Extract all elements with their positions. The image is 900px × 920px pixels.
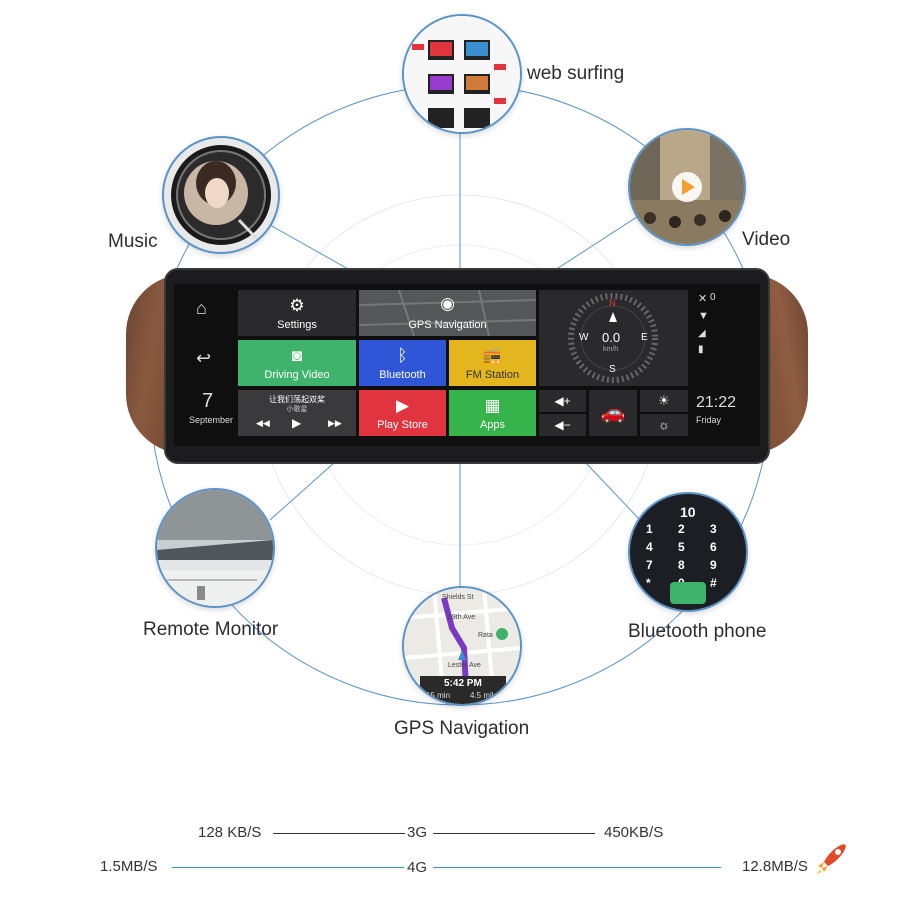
speed-4g-line-left — [172, 867, 404, 868]
bluetooth-tile[interactable]: ᛒ Bluetooth — [359, 340, 446, 386]
video-camera-icon: ◙ — [291, 346, 303, 365]
compass-east: E — [641, 332, 648, 343]
keypad-key[interactable]: 5 — [678, 540, 685, 554]
music-title: 让我们荡起双桨 — [269, 395, 325, 404]
keypad-key[interactable]: 7 — [646, 558, 653, 572]
rocket-icon — [816, 844, 846, 874]
notification-count: 0 — [710, 292, 716, 303]
speed-3g-label: 3G — [407, 824, 428, 841]
rearview-mirror-device: ⌂ ↩ 7 September ⚙ Settings ◉ GPS Navigat… — [126, 268, 808, 464]
speed-4g-low: 1.5MB/S — [100, 858, 158, 875]
gps-label: GPS Navigation — [408, 319, 487, 331]
gps-eta-duration: 15 min — [426, 691, 451, 700]
location-pin-icon: ◉ — [440, 294, 455, 313]
gear-icon: ⚙ — [289, 296, 305, 315]
speed-4g-label: 4G — [407, 859, 428, 876]
map-background — [359, 290, 536, 336]
feature-label-music: Music — [108, 231, 158, 252]
speed-value: 0.0 — [602, 330, 621, 345]
dialed-digits: 10 — [680, 504, 696, 520]
compass-north: N — [609, 298, 616, 308]
speed-3g-low: 128 KB/S — [198, 824, 262, 841]
gps-street-label: Rata — [478, 632, 493, 639]
brightness-up-button[interactable]: ☀ — [640, 390, 688, 412]
driving-video-label: Driving Video — [264, 369, 330, 381]
volume-up-button[interactable]: ◀+ — [539, 390, 586, 412]
apps-label: Apps — [479, 419, 506, 431]
bluetooth-icon: ᛒ — [397, 346, 408, 365]
speed-4g-line-right — [433, 867, 721, 868]
speed-4g-high: 12.8MB/S — [742, 858, 808, 875]
radio-icon: 📻 — [481, 346, 504, 365]
keypad-key[interactable]: 3 — [710, 522, 717, 536]
compass-tile: N S E W 0.0 km/h — [539, 290, 688, 386]
compass-south: S — [609, 364, 616, 375]
wifi-icon: ▼ — [698, 310, 709, 322]
signal-icon: ◢ — [698, 328, 706, 339]
gps-eta-distance: 4.5 miles — [470, 691, 503, 700]
fm-station-label: FM Station — [465, 369, 520, 381]
speed-3g-line-right — [433, 833, 595, 834]
gps-street-label: Lester Ave — [448, 662, 481, 669]
keypad-key[interactable]: 6 — [710, 540, 717, 554]
mirror-screen: ⌂ ↩ 7 September ⚙ Settings ◉ GPS Navigat… — [174, 284, 760, 446]
keypad-key[interactable]: 4 — [646, 540, 653, 554]
bluetooth-label: Bluetooth — [379, 369, 426, 381]
remote-monitor-thumbnail — [155, 488, 275, 608]
clock-time: 21:22 — [696, 394, 737, 411]
fm-station-tile[interactable]: 📻 FM Station — [449, 340, 536, 386]
keypad-key[interactable]: 8 — [678, 558, 685, 572]
feature-label-bluetooth-phone: Bluetooth phone — [628, 621, 767, 642]
web-surfing-thumbnail — [402, 14, 522, 134]
speed-3g-high: 450KB/S — [604, 824, 664, 841]
apps-grid-icon: ▦ — [484, 396, 501, 415]
speed-unit: km/h — [603, 346, 619, 353]
keypad-key[interactable]: 1 — [646, 522, 653, 536]
gps-street-label: 29th Ave — [448, 614, 476, 621]
video-thumbnail — [628, 128, 746, 246]
speed-3g-line-left — [273, 833, 405, 834]
date-day: 7 — [202, 390, 214, 412]
feature-label-web-surfing: web surfing — [527, 63, 625, 84]
keypad-key[interactable]: * — [646, 576, 651, 590]
next-icon[interactable]: ▶▶ — [328, 418, 342, 428]
compass-dial — [568, 293, 658, 383]
gps-eta-panel: 5:42 PM 15 min 4.5 miles — [420, 676, 506, 704]
driving-video-tile[interactable]: ◙ Driving Video — [238, 340, 356, 386]
keypad-key[interactable]: # — [710, 576, 717, 590]
gps-tile[interactable]: ◉ GPS Navigation — [359, 290, 536, 336]
brightness-down-button[interactable]: ☼ — [640, 414, 688, 436]
no-signal-icon: ✕ — [698, 293, 708, 305]
date-month: September — [188, 415, 234, 425]
compass-west: W — [579, 332, 589, 343]
volume-down-button[interactable]: ◀− — [539, 414, 586, 436]
gps-street-label: Shields St — [442, 594, 474, 601]
clock-weekday: Friday — [696, 415, 722, 425]
music-artist: 小歌星 — [286, 406, 308, 413]
gps-navigation-thumbnail: Shields St 29th Ave Rata Lester Ave 5:42… — [402, 586, 522, 706]
feature-label-remote-monitor: Remote Monitor — [143, 619, 279, 640]
home-icon[interactable]: ⌂ — [196, 298, 207, 318]
play-store-label: Play Store — [377, 419, 428, 431]
play-icon[interactable]: ▶ — [292, 416, 302, 430]
music-thumbnail — [162, 136, 280, 254]
car-tile[interactable]: 🚗 — [589, 390, 637, 436]
feature-label-video: Video — [742, 229, 791, 250]
feature-label-gps-navigation: GPS Navigation — [394, 718, 530, 739]
keypad-key[interactable]: 2 — [678, 522, 685, 536]
finger-icon — [670, 582, 706, 604]
apps-tile[interactable]: ▦ Apps — [449, 390, 536, 436]
music-player-tile[interactable]: 让我们荡起双桨 小歌星 ◀◀ ▶ ▶▶ — [238, 390, 356, 436]
previous-icon[interactable]: ◀◀ — [256, 418, 270, 428]
settings-tile[interactable]: ⚙ Settings — [238, 290, 356, 336]
settings-label: Settings — [277, 319, 317, 331]
gps-eta-time: 5:42 PM — [444, 678, 482, 689]
keypad-key[interactable]: 9 — [710, 558, 717, 572]
play-store-tile[interactable]: ▶ Play Store — [359, 390, 446, 436]
battery-icon: ▮ — [698, 344, 704, 355]
play-store-icon: ▶ — [395, 396, 410, 415]
back-icon[interactable]: ↩ — [196, 348, 212, 368]
